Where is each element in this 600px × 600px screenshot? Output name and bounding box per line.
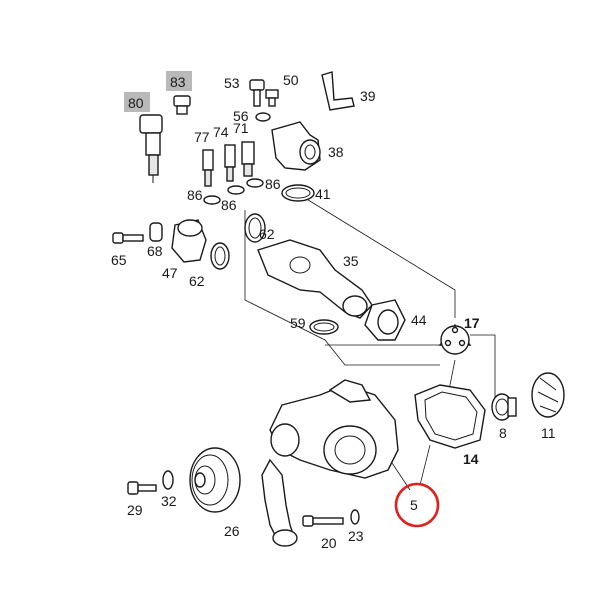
pulley-26 (189, 447, 241, 513)
thermostat-housing-38 (271, 121, 321, 171)
label-80: 80 (128, 95, 144, 111)
washer-32 (162, 470, 174, 490)
label-11: 11 (541, 425, 556, 441)
label-14: 14 (463, 451, 479, 467)
label-8: 8 (499, 425, 507, 441)
label-68: 68 (147, 243, 163, 259)
o-ring-59 (309, 319, 339, 335)
label-74: 74 (213, 124, 229, 140)
label-35: 35 (343, 253, 359, 269)
connection-lines (244, 194, 496, 491)
elbow-44 (364, 299, 406, 341)
sealing-rings-86 (203, 112, 271, 205)
gasket-14 (414, 384, 486, 449)
o-ring-62-left (210, 242, 230, 270)
impeller-11 (531, 372, 565, 418)
label-38: 38 (328, 144, 344, 160)
label-29: 29 (127, 502, 143, 518)
o-ring-62-upper (244, 213, 266, 243)
seal-8 (491, 393, 517, 421)
label-50: 50 (283, 72, 299, 88)
bolt-29 (127, 481, 157, 495)
sensor-77 (202, 149, 214, 187)
highlight-circle-5 (394, 482, 440, 528)
label-32: 32 (161, 493, 177, 509)
elbow-connector-47 (171, 219, 207, 263)
label-59: 59 (290, 315, 306, 331)
sensor-71 (241, 141, 255, 177)
washer-23 (350, 509, 360, 525)
label-44: 44 (411, 312, 427, 328)
bolt-20 (302, 515, 344, 527)
o-ring-41 (281, 184, 315, 202)
temperature-sensor-80 (139, 114, 163, 183)
label-83: 83 (170, 74, 186, 90)
label-box-80 (124, 92, 150, 112)
label-71: 71 (233, 120, 249, 136)
label-box-83 (166, 71, 192, 91)
water-pump-housing (261, 379, 399, 547)
bolt-pattern-17 (438, 323, 472, 355)
label-17: 17 (464, 315, 480, 331)
label-65: 65 (111, 252, 127, 268)
label-86-c: 86 (265, 176, 281, 192)
label-41: 41 (315, 186, 331, 202)
sensor-74 (224, 144, 236, 182)
label-86-a: 86 (187, 187, 203, 203)
bolt-65 (112, 232, 144, 244)
clip-68 (149, 222, 163, 242)
label-5: 5 (410, 497, 418, 513)
coolant-pipe-35 (257, 239, 373, 319)
label-23: 23 (348, 528, 364, 544)
label-62-b: 62 (189, 273, 205, 289)
bracket-39 (321, 71, 355, 111)
plug-83 (173, 95, 191, 115)
label-62-a: 62 (259, 226, 275, 242)
label-86-b: 86 (221, 197, 237, 213)
label-26: 26 (224, 523, 240, 539)
label-53: 53 (224, 75, 240, 91)
part-labels: 80 83 53 50 39 56 77 74 71 38 86 86 86 4… (111, 72, 556, 551)
label-39: 39 (360, 88, 376, 104)
label-56: 56 (233, 108, 249, 124)
label-47: 47 (162, 265, 178, 281)
label-20: 20 (321, 535, 337, 551)
label-77: 77 (194, 129, 210, 145)
bolt-53 (249, 79, 265, 107)
washer-50 (265, 89, 279, 107)
